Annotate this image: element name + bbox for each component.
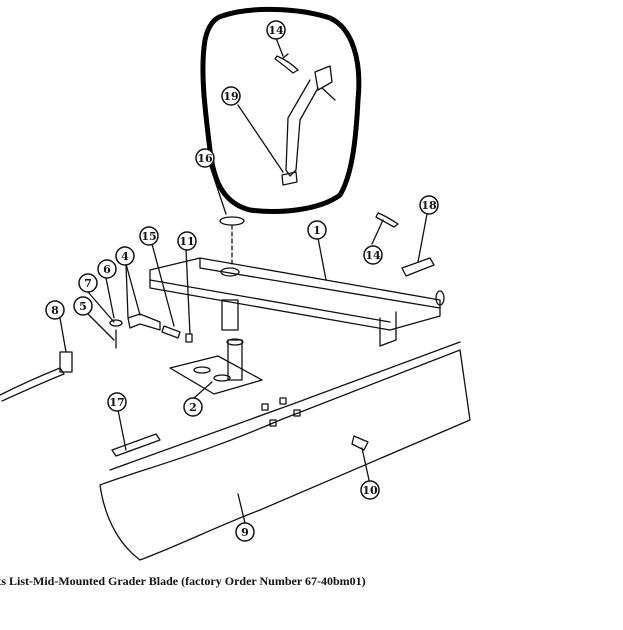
svg-text:17: 17: [109, 396, 124, 409]
callout-11: 11: [177, 231, 197, 251]
wear-pad: [401, 257, 435, 277]
pin: [161, 325, 181, 339]
callout-16: 16: [195, 148, 215, 168]
callout-10: 10: [360, 480, 380, 500]
clip-pin-top: [274, 53, 299, 74]
callout-17: 17: [107, 392, 127, 412]
svg-text:5: 5: [79, 300, 87, 313]
svg-text:2: 2: [189, 401, 197, 414]
callout-5: 5: [73, 296, 93, 316]
callout-18: 18: [419, 195, 439, 215]
callout-15: 15: [139, 226, 159, 246]
callout-8: 8: [45, 300, 65, 320]
callout-6: 6: [97, 259, 117, 279]
svg-text:7: 7: [84, 277, 92, 290]
link-rod: [0, 367, 65, 402]
callout-1: 1: [307, 220, 327, 240]
figure-caption: rts List-Mid-Mounted Grader Blade (facto…: [0, 574, 366, 588]
callout-2: 2: [183, 397, 203, 417]
svg-text:18: 18: [421, 199, 437, 212]
bracket: [127, 313, 161, 331]
callout-4: 4: [115, 246, 135, 266]
svg-text:11: 11: [179, 235, 194, 248]
svg-text:4: 4: [121, 250, 129, 263]
blade-bolt: [351, 435, 369, 451]
skid: [111, 433, 161, 457]
callout-9: 9: [235, 522, 255, 542]
clip-pin-right: [375, 212, 399, 228]
nut: [185, 333, 193, 343]
svg-text:19: 19: [223, 90, 238, 103]
highlight-loop: [200, 6, 362, 214]
svg-text:6: 6: [103, 263, 111, 276]
svg-text:9: 9: [241, 526, 249, 539]
callout-7: 7: [78, 273, 98, 293]
lever-arm: [281, 65, 336, 186]
washer: [219, 216, 245, 226]
blade: [99, 341, 471, 561]
svg-text:1: 1: [313, 224, 321, 237]
svg-text:14: 14: [365, 249, 381, 262]
svg-text:15: 15: [141, 230, 156, 243]
callout-14-right: 14: [363, 245, 383, 265]
svg-text:10: 10: [362, 484, 378, 497]
svg-text:14: 14: [268, 24, 284, 37]
callout-19: 19: [221, 86, 241, 106]
mast-assembly: [169, 299, 263, 395]
frame: [149, 257, 445, 347]
callout-14-top: 14: [266, 20, 286, 40]
callout-group: 14 19 16 18 1 14 15 11 4 6 7 8 5 2 17 10…: [45, 20, 439, 542]
svg-text:8: 8: [51, 304, 59, 317]
svg-text:16: 16: [197, 152, 213, 165]
